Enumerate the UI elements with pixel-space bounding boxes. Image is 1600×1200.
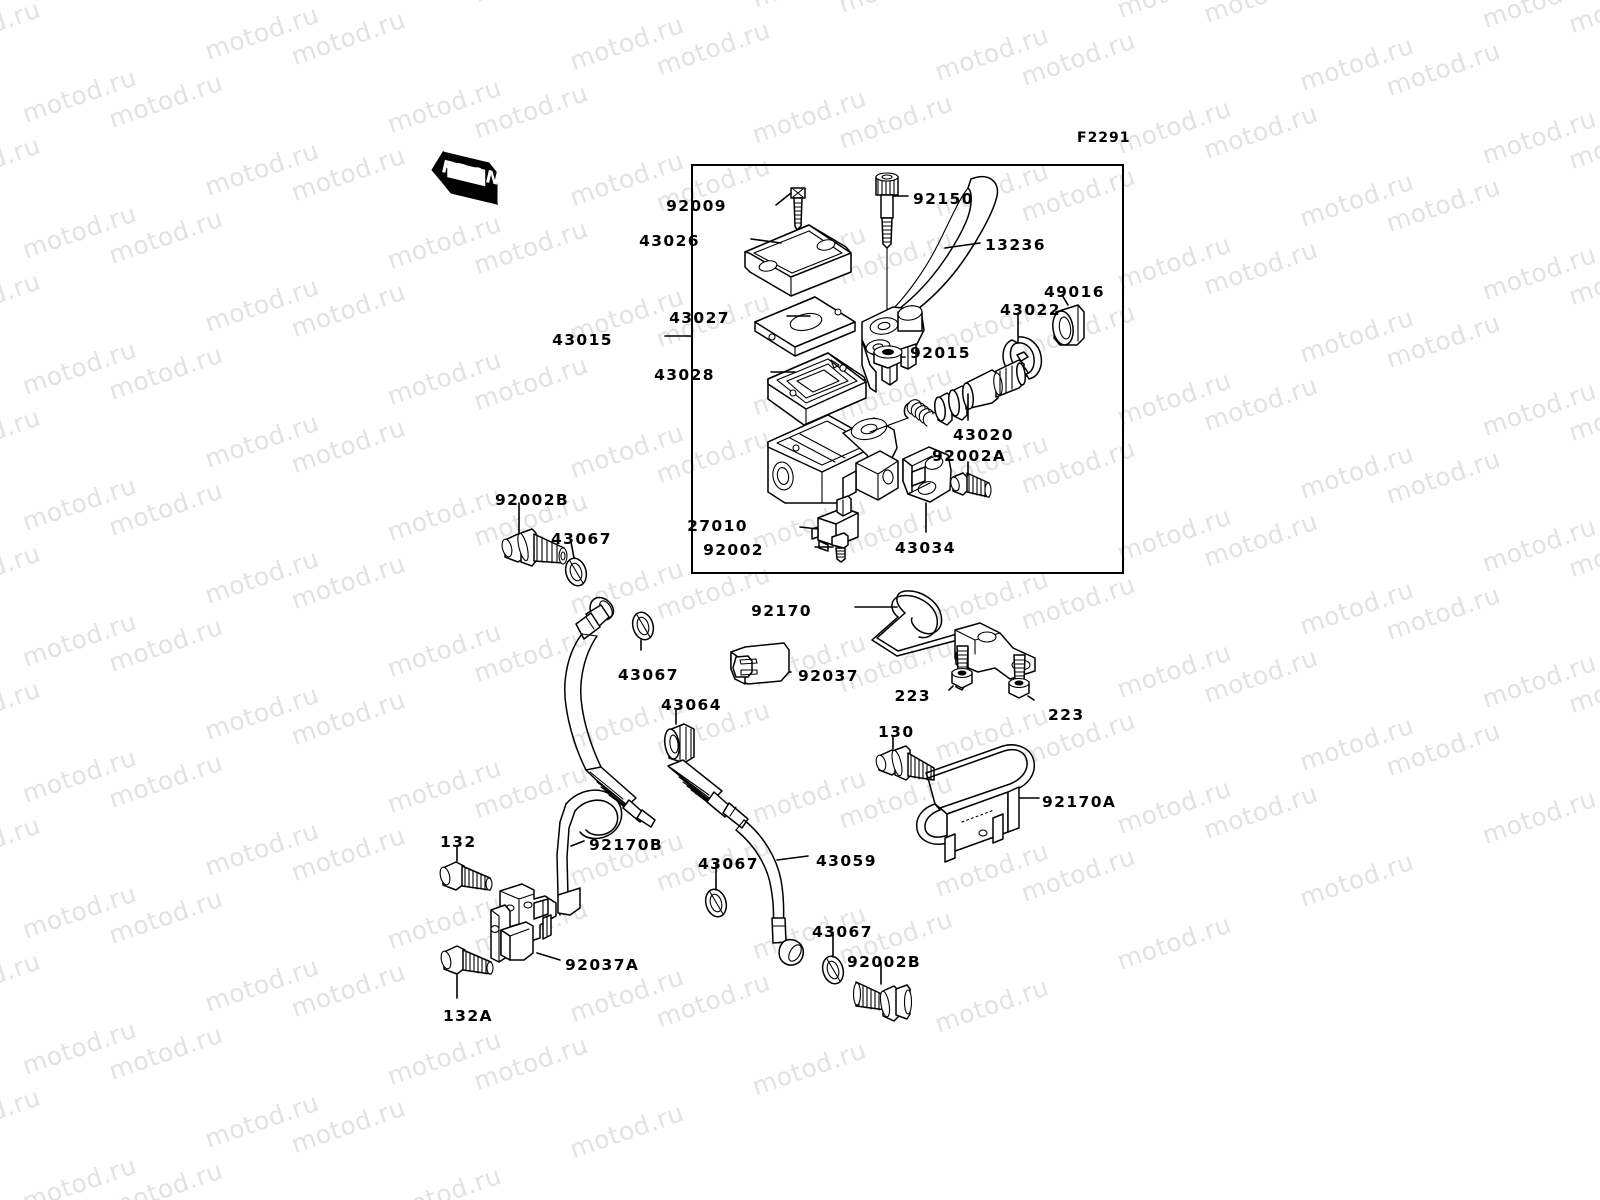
leader-92170B bbox=[570, 840, 585, 847]
part-43028-diaphragm bbox=[767, 352, 867, 426]
leader-27010 bbox=[799, 526, 819, 530]
leader-43026 bbox=[750, 238, 782, 244]
callout-43022-c9: 43022 bbox=[1000, 301, 1061, 319]
part-lever-holder bbox=[861, 305, 925, 393]
callout-27010-c14: 27010 bbox=[687, 517, 748, 535]
callout-92170B-c28: 92170B bbox=[589, 836, 664, 854]
callout-223-c22: 223 bbox=[894, 687, 931, 705]
figure-id: F2291 bbox=[1077, 130, 1131, 146]
callout-43064-c19: 43064 bbox=[661, 696, 722, 714]
front-direction-arrow bbox=[431, 150, 499, 206]
leader-13236 bbox=[944, 242, 981, 249]
callout-92002-c15: 92002 bbox=[703, 541, 764, 559]
callout-43067-c27: 43067 bbox=[698, 855, 759, 873]
callout-43067-c17: 43067 bbox=[551, 530, 612, 548]
callout-92170-c21: 92170 bbox=[751, 602, 812, 620]
callout-13236-c7: 13236 bbox=[985, 236, 1046, 254]
part-43064-grommet bbox=[664, 723, 695, 764]
assembly-box bbox=[691, 164, 1124, 574]
callout-43026-c2: 43026 bbox=[639, 232, 700, 250]
part-92037-clamp bbox=[730, 642, 790, 685]
part-43067-washer-upper bbox=[564, 557, 588, 587]
part-92002A-bolt bbox=[950, 472, 992, 498]
callout-43027-c3: 43027 bbox=[669, 309, 730, 327]
part-92009-screw bbox=[790, 187, 806, 231]
callout-92002A-c12: 92002A bbox=[932, 447, 1007, 465]
callout-43067-c32: 43067 bbox=[812, 923, 873, 941]
part-43067-washer-second bbox=[631, 611, 655, 641]
callout-43015-c5: 43015 bbox=[552, 331, 613, 349]
leader-49016 bbox=[1061, 294, 1069, 306]
callout-43067-c18: 43067 bbox=[618, 666, 679, 684]
callout-92170A-c25: 92170A bbox=[1042, 793, 1117, 811]
callout-132-c29: 132 bbox=[440, 833, 477, 851]
part-223-screw-left bbox=[951, 645, 973, 689]
callout-130-c24: 130 bbox=[878, 723, 915, 741]
part-92002-bolt bbox=[831, 532, 849, 563]
callout-92150-c6: 92150 bbox=[913, 190, 974, 208]
part-92170A-clamp bbox=[915, 744, 1036, 863]
part-43027-plate bbox=[754, 296, 856, 357]
callout-223-c23: 223 bbox=[1048, 706, 1085, 724]
part-43020-piston-assembly bbox=[903, 359, 1026, 427]
callout-92037A-c31: 92037A bbox=[565, 956, 640, 974]
part-132A-bolt bbox=[440, 945, 494, 975]
callout-43020-c11: 43020 bbox=[953, 426, 1014, 444]
part-43059-brake-hose-lower bbox=[667, 759, 805, 966]
part-43026-reservoir-cap bbox=[744, 224, 852, 297]
callout-92009-c1: 92009 bbox=[666, 197, 727, 215]
part-92002B-banjo-bolt-lower bbox=[852, 981, 913, 1022]
callout-43034-c13: 43034 bbox=[895, 539, 956, 557]
leader-92009 bbox=[775, 192, 792, 206]
callout-43028-c4: 43028 bbox=[654, 366, 715, 384]
callout-49016-c10: 49016 bbox=[1044, 283, 1105, 301]
part-43067-washer-fourth bbox=[821, 955, 845, 985]
leader-223-left bbox=[948, 685, 954, 691]
part-92037A-clamp bbox=[490, 883, 557, 963]
part-49016-dust-seal bbox=[1052, 304, 1085, 346]
callout-92037-c20: 92037 bbox=[798, 667, 859, 685]
callout-92002B-c33: 92002B bbox=[847, 953, 922, 971]
part-130-bolt bbox=[875, 745, 935, 781]
callout-43059-c26: 43059 bbox=[816, 852, 877, 870]
part-43034-holder bbox=[902, 446, 952, 503]
callout-92015-c8: 92015 bbox=[910, 344, 971, 362]
leader-43059 bbox=[776, 855, 809, 861]
part-43059-brake-hose-upper bbox=[564, 596, 656, 828]
callout-132A-c30: 132A bbox=[443, 1007, 493, 1025]
part-92002B-banjo-bolt-upper bbox=[501, 528, 568, 567]
callout-92002B-c16: 92002B bbox=[495, 491, 570, 509]
part-43015-master-cylinder-body bbox=[767, 414, 899, 504]
part-92170B-clamp bbox=[556, 789, 623, 916]
part-92015-nut bbox=[873, 345, 903, 369]
leader-92037A bbox=[536, 952, 561, 961]
leader-43067-upper bbox=[570, 541, 575, 559]
part-223-screw-right bbox=[1008, 654, 1030, 699]
part-92150-bolt bbox=[875, 172, 899, 249]
part-132-bolt bbox=[439, 861, 493, 891]
leader-223-right bbox=[1027, 695, 1035, 701]
part-43067-washer-third bbox=[704, 888, 728, 918]
